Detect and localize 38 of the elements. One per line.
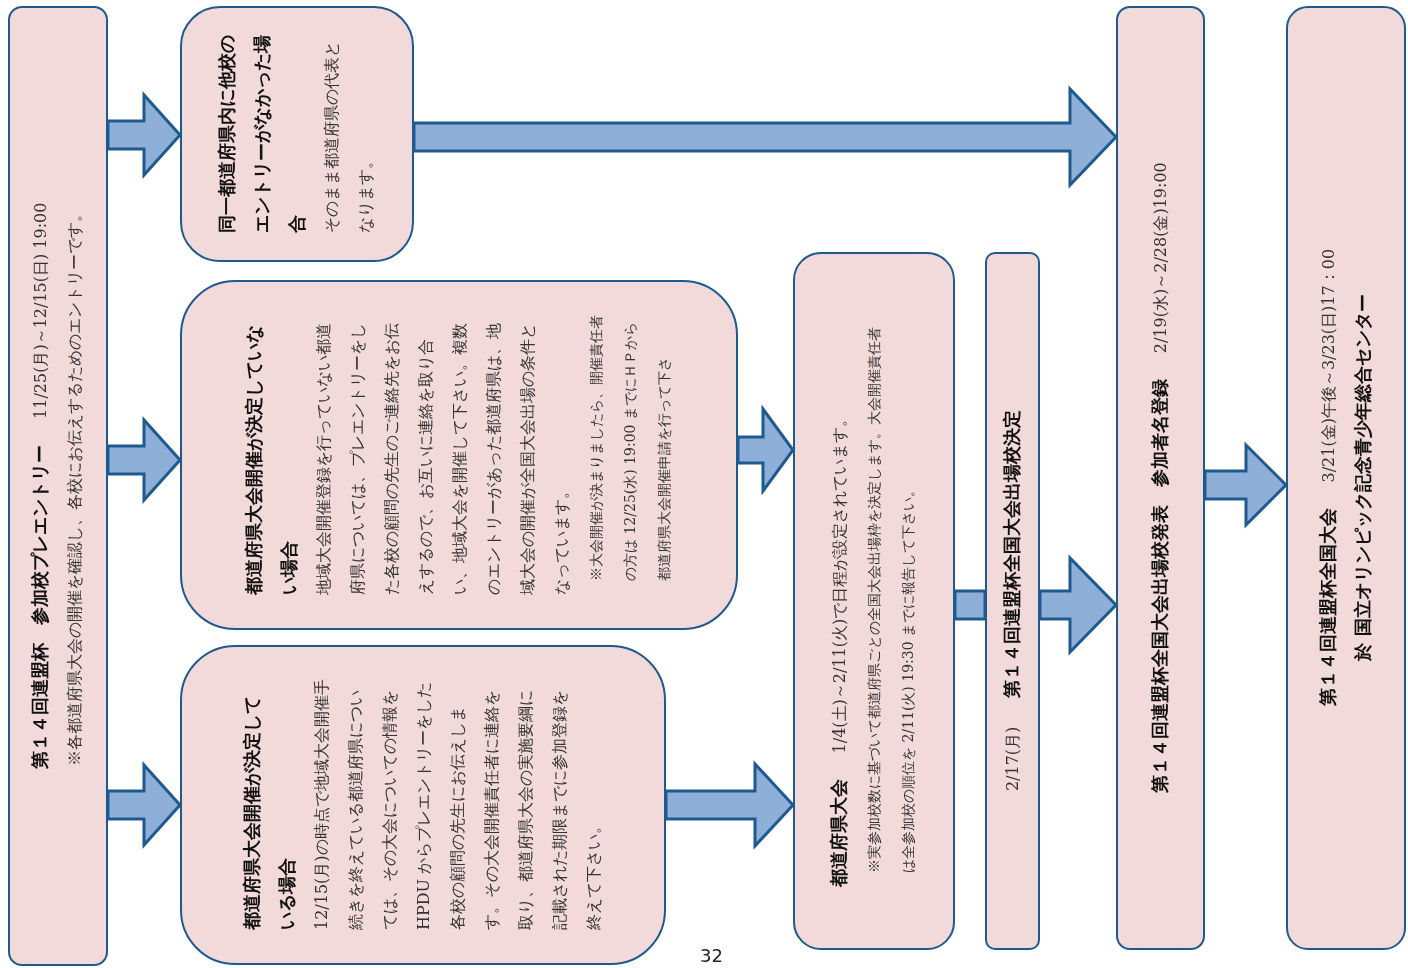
block-arrow: [1038, 554, 1119, 656]
block-arrow: [106, 416, 182, 504]
heading-text: 於 国立オリンピック記念青少年総合センター: [1351, 294, 1373, 661]
body-text: ※各都道府県大会の開催を確認し、各校にお伝えするためのエントリーです。: [65, 205, 84, 766]
block-arrow: [736, 404, 795, 496]
tournament-box: [793, 252, 955, 950]
tournament-box: [1286, 6, 1406, 950]
heading-text: 第１４回連盟杯全国大会: [1316, 508, 1338, 707]
heading-text: 都道府県大会開催が決定している場合: [240, 696, 297, 930]
block-arrow: [106, 91, 182, 179]
case-box: [180, 280, 738, 630]
block-arrow: [664, 760, 796, 850]
note-text: ※実参加校数に基づいて都道府県ごとの全国大会出場枠を決定します。大会開催責任者は全参加校の順位を 2/11(火) 19:30 までに報告して下さい。: [865, 326, 917, 875]
entry-box: [8, 6, 108, 966]
body-text: 11/25(月)～12/15(日) 19:00: [31, 202, 50, 419]
heading-text: 第１４回連盟杯全国大会出場校決定: [1000, 409, 1022, 698]
decision-box: [985, 252, 1040, 950]
body-text: 3/21(金)午後～3/23(日)17：00: [1318, 248, 1338, 483]
case-box: [180, 6, 414, 262]
heading-text: 同一都道府県内に他校のエントリーがなかった場合: [216, 35, 307, 233]
heading-text: 都道府県大会開催が決定していない場合: [242, 325, 299, 595]
announcement-box: [1116, 6, 1205, 950]
heading-text: 第１４回連盟杯全国大会出場校発表 参加者名登録: [1148, 378, 1170, 793]
block-arrow: [106, 761, 182, 849]
body-text: そのまま都道府県の代表となります。: [322, 41, 375, 233]
note-text: ※大会開催が決まりましたら、開催責任者の方は 12/25(水) 19:00 までにＨＰから都道府県大会開催申請を行って下さ: [586, 314, 673, 583]
case-box: [180, 645, 666, 965]
heading-text: 第１４回連盟杯 参加校プレエントリー: [29, 444, 50, 769]
page-number: 32: [700, 946, 723, 966]
block-arrow: [1203, 441, 1289, 529]
body-text: 12/15(月)の時点で地域大会開催手続きを終えている都道府県については、その大会についての情報を HPDU からプレエントリーをした各校の顧問の先生にお伝えします。その大会開催責任者に連絡を取り、都道府県大会の実施要綱に記載された期限までに参加登録を終えて下さい。: [311, 679, 603, 930]
body-text: 1/4(土)～2/11(火)で日程が設定されています。: [830, 410, 849, 754]
body-text: 地域大会開催登録を行っていない都道府県については、プレエントリーをした各校の顧問の先生のご連絡先をお伝えするので、お互いに連絡を取り合い、地域大会を開催して下さい。複数のエントリーがあった都道府県は、地域大会の開催が全国大会出場の条件となっています。: [313, 323, 571, 595]
connector-bar: [953, 589, 987, 621]
heading-text: 都道府県大会: [828, 779, 849, 887]
body-text: 2/17(月): [1002, 726, 1022, 792]
block-arrow: [412, 85, 1119, 189]
body-text: 2/19(水)～2/28(金)19:00: [1150, 162, 1170, 354]
